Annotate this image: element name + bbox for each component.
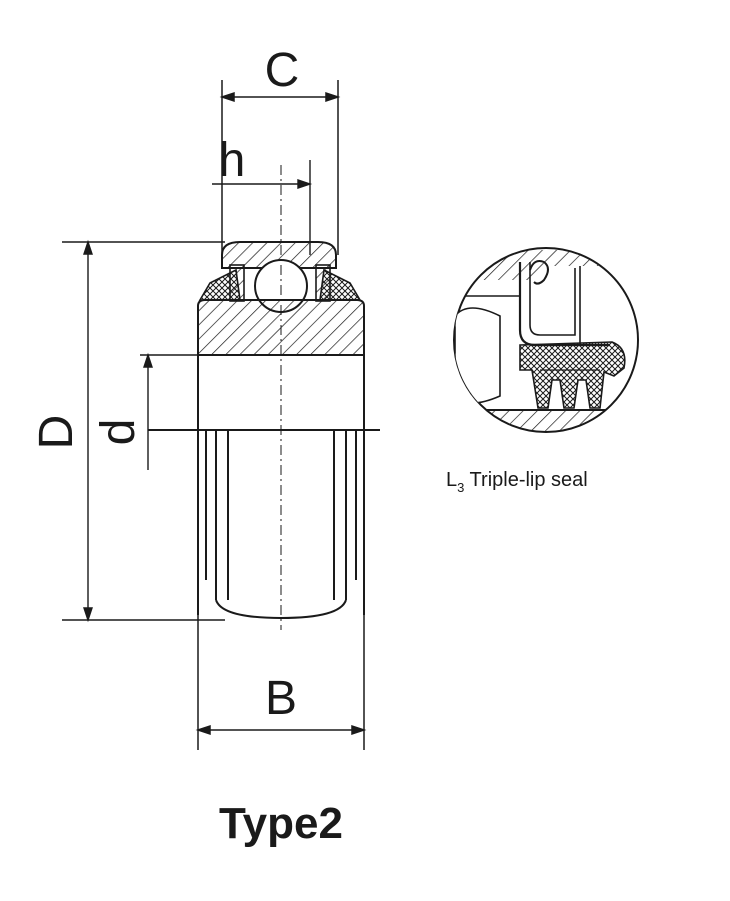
label-d-outer: D [30,415,83,450]
dimension-b [195,615,367,750]
dimension-h [212,160,313,255]
type-label: Type2 [219,799,343,848]
label-h: h [219,134,246,187]
label-d-inner: d [92,419,145,446]
seal-caption: L3 Triple-lip seal [446,469,588,495]
bearing-bore-body [148,306,380,620]
bearing-outer-ring [221,241,337,269]
bearing-seals [198,264,362,302]
seal-detail [453,247,639,433]
label-b: B [265,672,297,725]
dimension-c [219,80,341,255]
label-c: C [265,44,300,97]
dimension-d-inner [140,352,205,470]
